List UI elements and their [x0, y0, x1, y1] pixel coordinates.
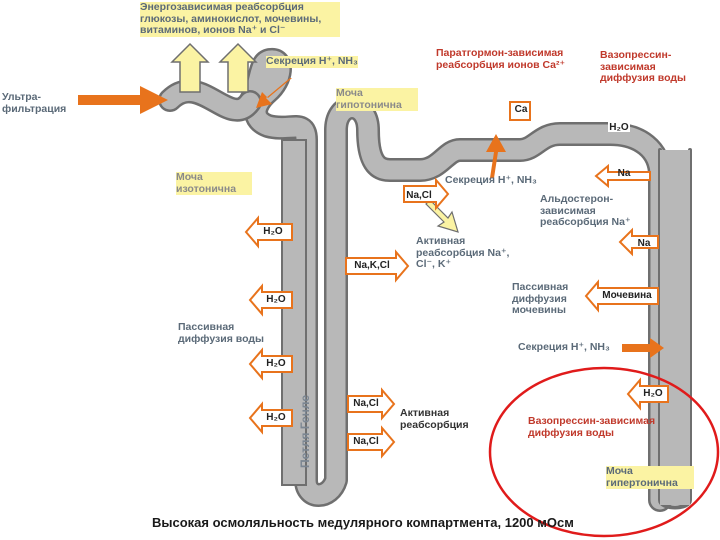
proximal-coil-fill	[160, 82, 260, 119]
active-reabsorption-label: Активная реабсорбция	[400, 407, 469, 431]
left-outline-arrows	[244, 163, 669, 435]
passive-urea-label: Пассивная диффузия мочевины	[512, 281, 569, 316]
pth-reabsorption-label: Паратгормон-зависимая реабсорбция ионов …	[436, 47, 566, 71]
urea-label: Мочевина	[602, 290, 652, 301]
secretion-bottom-arrow	[622, 338, 664, 358]
nacl-asc-arrow	[403, 177, 450, 211]
tubule-fill	[240, 50, 670, 510]
figure-caption: Высокая осмоляльность медулярного компар…	[152, 515, 574, 530]
na-right-arrow-2	[618, 227, 659, 257]
urea-arrow	[584, 279, 659, 313]
h2o-right-arrow	[608, 118, 630, 132]
h2o-left-label-3: H₂O	[266, 358, 286, 369]
na-right-arrow-1	[594, 163, 651, 189]
h2o-left-arrow-3	[248, 347, 293, 381]
nacl-low-label-2: Na,Cl	[353, 436, 379, 447]
secretion-top-label: Секреция H⁺, NH₃	[266, 55, 358, 68]
h2o-left-label-4: H₂O	[266, 412, 286, 423]
vasopressin-top-label: Вазопрессин-зависимая диффузия воды	[600, 49, 686, 84]
h2o-right-label: H₂O	[609, 122, 629, 133]
h2o-collect-label: H₂O	[643, 388, 663, 399]
vasopressin-bottom-label: Вазопрессин-зависимая диффузия воды	[528, 415, 656, 439]
highlight-circle	[488, 366, 720, 538]
nakcl-arrow	[345, 249, 410, 283]
urine-isotonic-label: Моча изотонична	[176, 171, 252, 195]
ultrafiltration-label: Ультра-фильтрация	[2, 91, 67, 115]
descending-limb	[281, 139, 307, 486]
aldosterone-label: Альдостерон-зависимая реабсорбция Na⁺	[540, 193, 631, 228]
na-right-label-2: Na	[637, 238, 651, 249]
nacl-asc-label: Na,Cl	[406, 190, 432, 201]
ca-arrow-label: Ca	[514, 104, 528, 115]
nacl-low-arrow-2	[347, 425, 396, 459]
urine-hypertonic-label: Моча гипертонична	[606, 465, 694, 489]
passive-water-label: Пассивная диффузия воды	[178, 321, 264, 345]
nacl-low-arrow-1	[347, 387, 396, 421]
na-right-label-1: Na	[617, 168, 631, 179]
right-outline-arrows	[345, 101, 630, 459]
nacl-diagonal-arrow	[425, 199, 459, 233]
h2o-left-arrow-1	[244, 215, 293, 249]
collecting-duct-fill	[660, 150, 690, 505]
h2o-left-arrow-2	[248, 283, 293, 317]
secretion-bottom-label: Секреция H⁺, NH₃	[518, 341, 610, 353]
loop-of-henle-label: Петля Генле	[298, 394, 312, 468]
secretion-mid-arrow	[486, 134, 506, 178]
nephron-tubule	[158, 48, 692, 512]
urine-hypotonic-label: Моча гипотонична	[336, 87, 418, 111]
nacl-low-label-1: Na,Cl	[353, 398, 379, 409]
ultrafiltration-arrow	[78, 86, 168, 114]
secretion-mid-label: Секреция H⁺, NH₃	[445, 174, 537, 186]
nakcl-label: Na,K,Cl	[354, 260, 390, 271]
ca-arrow	[509, 101, 531, 121]
h2o-left-arrow-4	[248, 401, 293, 435]
h2o-left-label-2: H₂O	[266, 294, 286, 305]
energy-reabsorption-label: Энергозависимая реабсорбция глюкозы, ами…	[140, 1, 340, 37]
secretion-top-arrow	[256, 78, 292, 108]
h2o-collect-arrow	[626, 377, 669, 411]
h2o-left-label-1: H₂O	[263, 226, 283, 237]
reabsorption-arrows-top	[170, 42, 258, 93]
active-reabsorption-ions-label: Активная реабсорбция Na⁺, Cl⁻, K⁺	[416, 235, 510, 270]
